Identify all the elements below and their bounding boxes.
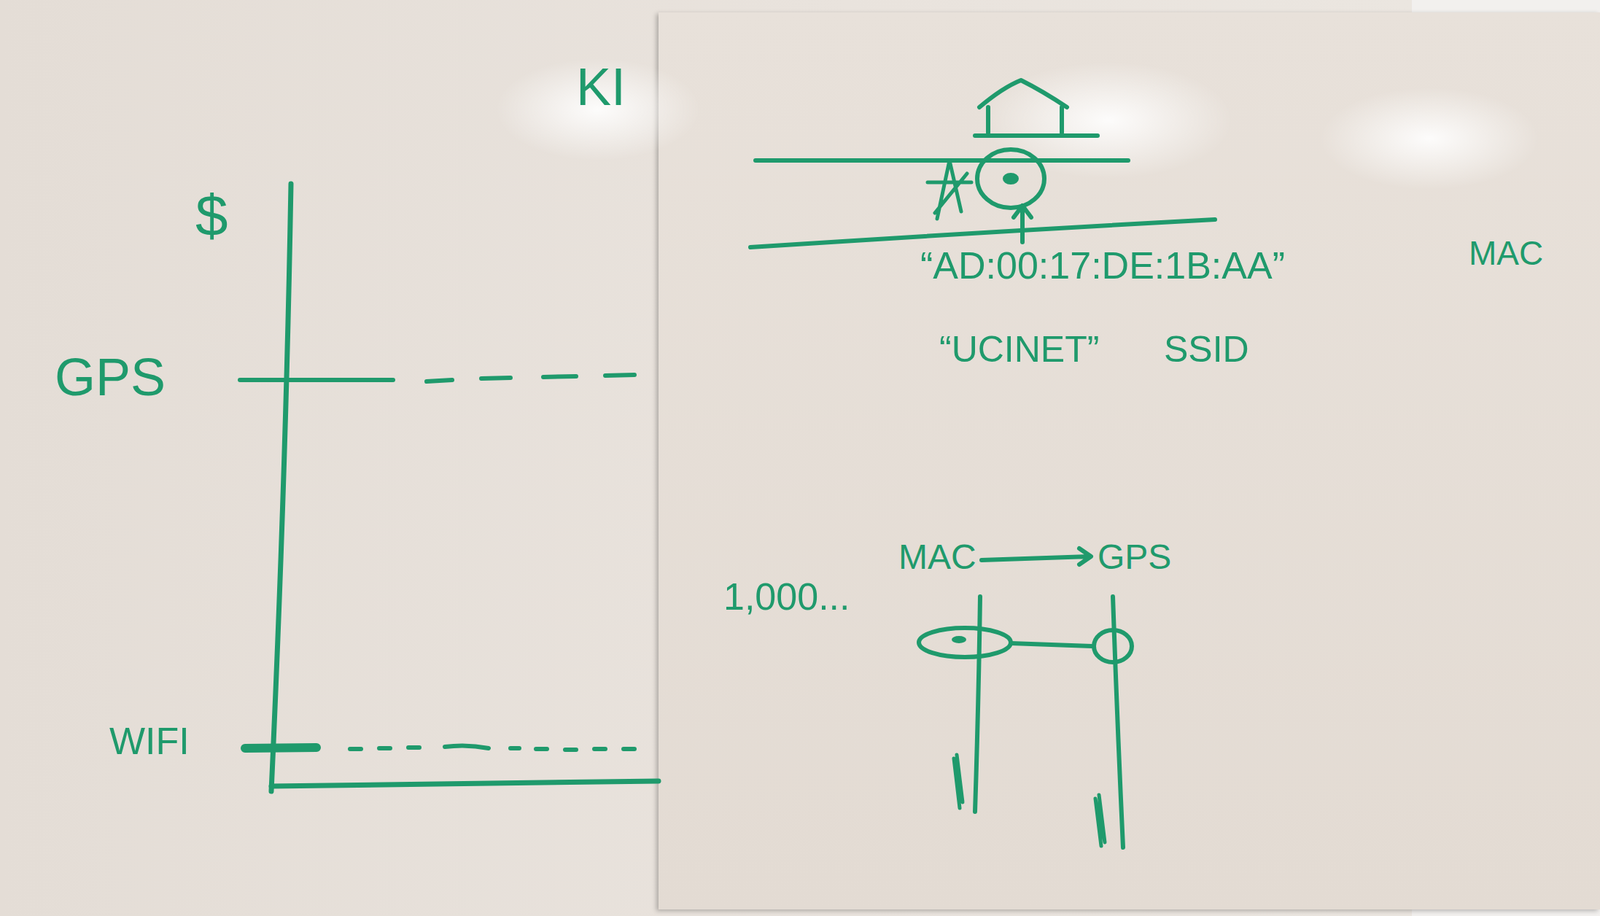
wifi-tick [245, 747, 317, 749]
squiggle [1095, 794, 1105, 846]
table-column [975, 596, 981, 812]
axis-tick-label: GPS [54, 348, 166, 407]
board-title: KI [576, 58, 626, 116]
axis-symbol: $ [195, 183, 229, 248]
road-edge [750, 219, 1215, 248]
field-name: SSID [1163, 329, 1250, 370]
field-name: MAC [1468, 234, 1544, 273]
glare [495, 58, 701, 161]
mac-address: “AD:00:17:DE:1B:AA” [920, 245, 1285, 287]
glare [1319, 87, 1539, 190]
house-base [975, 133, 1098, 138]
mapping-arrow [981, 548, 1091, 565]
access-point-circle [977, 149, 1045, 208]
access-point-dot [1002, 172, 1019, 185]
y-axis [271, 183, 291, 792]
table-column [1112, 596, 1124, 848]
table-link [1010, 643, 1092, 647]
pointer-arrow [1013, 205, 1032, 243]
house-walls [988, 107, 1062, 133]
house-roof [979, 80, 1067, 108]
road-edge [755, 158, 1129, 163]
x-axis [271, 781, 659, 787]
count-note: 1,000... [723, 576, 850, 618]
squiggle [953, 754, 963, 809]
star-mark [927, 160, 972, 219]
axis-tick-label: WIFI [109, 720, 190, 763]
table-oval [918, 627, 1011, 658]
ink-blot [951, 635, 967, 644]
column-heading: GPS [1097, 538, 1172, 577]
gps-tick [239, 377, 394, 383]
gps-dashes [426, 374, 635, 382]
wifi-dashes [350, 745, 635, 750]
ssid-value: “UCINET” [939, 329, 1099, 370]
column-heading: MAC [898, 538, 977, 577]
